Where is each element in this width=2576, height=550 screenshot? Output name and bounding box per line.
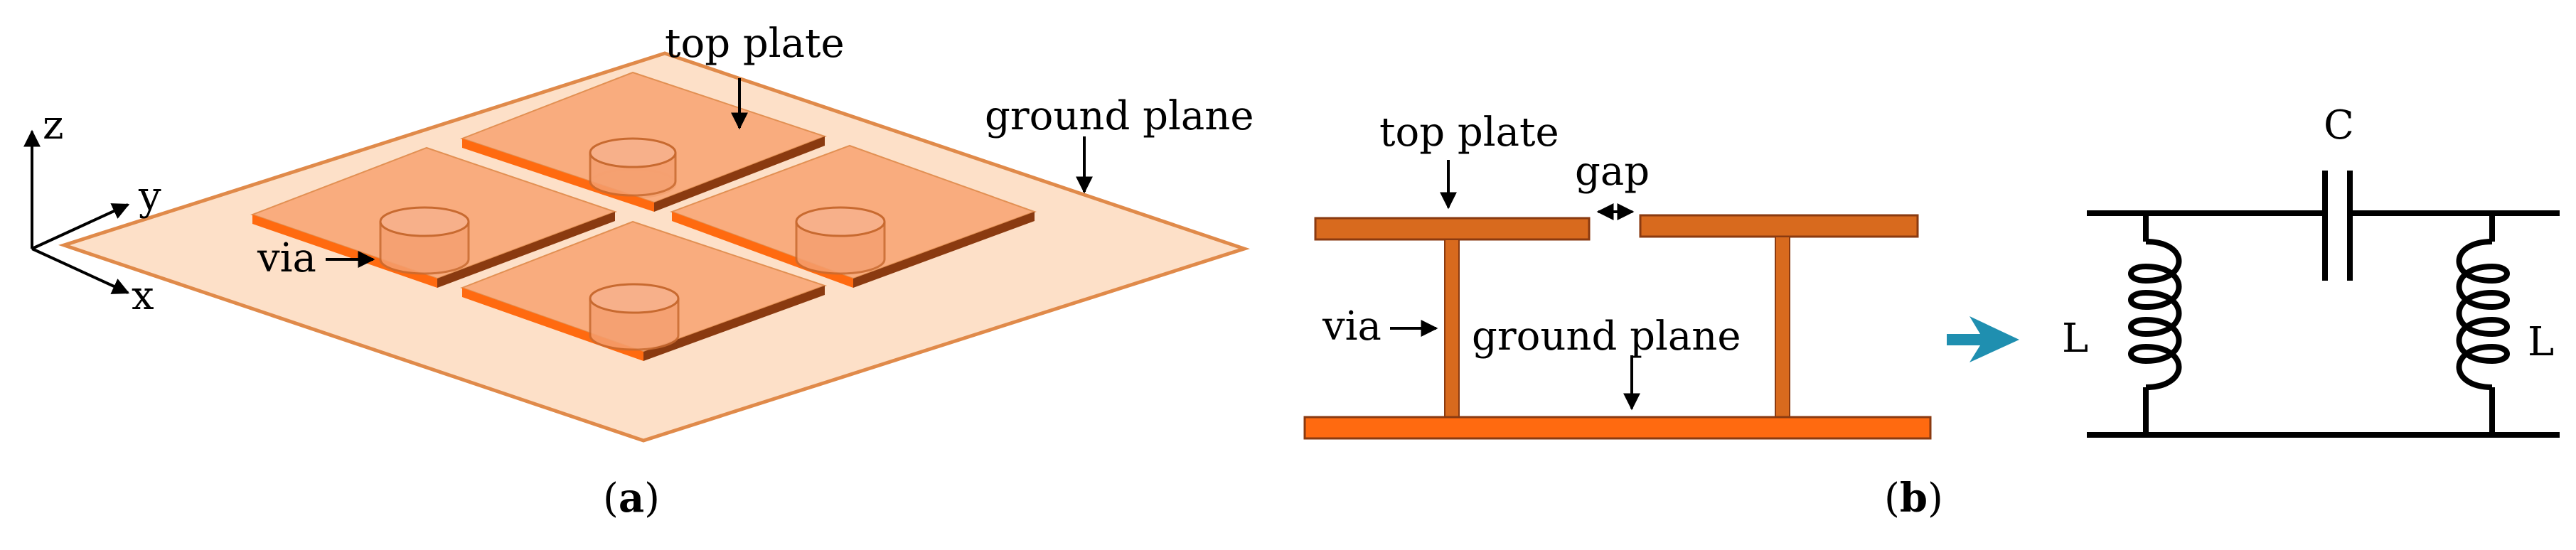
axis-z-label: z <box>43 102 64 149</box>
inductor-right <box>2456 213 2510 435</box>
ground-plane-bar <box>1303 416 1932 440</box>
label-inductor-left: L <box>2062 316 2088 362</box>
axis-y-line <box>31 203 130 250</box>
label-ground-plane-b: ground plane <box>1472 313 1741 360</box>
top-plate-back <box>460 71 827 212</box>
label-via-b: via <box>1322 303 1381 350</box>
top-plate-left <box>250 146 617 288</box>
top-plate-left-bar <box>1314 217 1591 241</box>
axis-x-label: x <box>132 273 154 319</box>
label-top-plate-b: top plate <box>1379 109 1559 156</box>
panel-a: z y x top plate ground plane via (a) <box>23 21 1254 522</box>
label-via-a: via <box>257 235 316 281</box>
equivalence-arrow-icon <box>1947 316 2019 362</box>
caption-a: (a) <box>603 475 660 522</box>
equivalent-circuit <box>2087 171 2560 438</box>
caption-b: (b) <box>1884 475 1943 522</box>
via-left-bar <box>1444 239 1460 418</box>
label-inductor-right: L <box>2528 319 2554 365</box>
top-plate-right <box>670 144 1037 288</box>
axis-y-label: y <box>138 173 161 220</box>
label-ground-plane-a: ground plane <box>985 93 1254 139</box>
axis-x-line <box>31 247 130 294</box>
label-capacitor: C <box>2324 102 2354 149</box>
inductor-left <box>2128 213 2182 435</box>
panel-b: top plate gap via ground plane (b) <box>1303 109 1943 522</box>
top-plate-front <box>460 220 828 361</box>
label-top-plate-a: top plate <box>665 21 845 67</box>
top-plate-right-bar <box>1639 214 1919 238</box>
via-right-bar <box>1775 236 1790 418</box>
axis-triad: z y x <box>23 102 161 319</box>
label-gap-b: gap <box>1575 149 1650 195</box>
